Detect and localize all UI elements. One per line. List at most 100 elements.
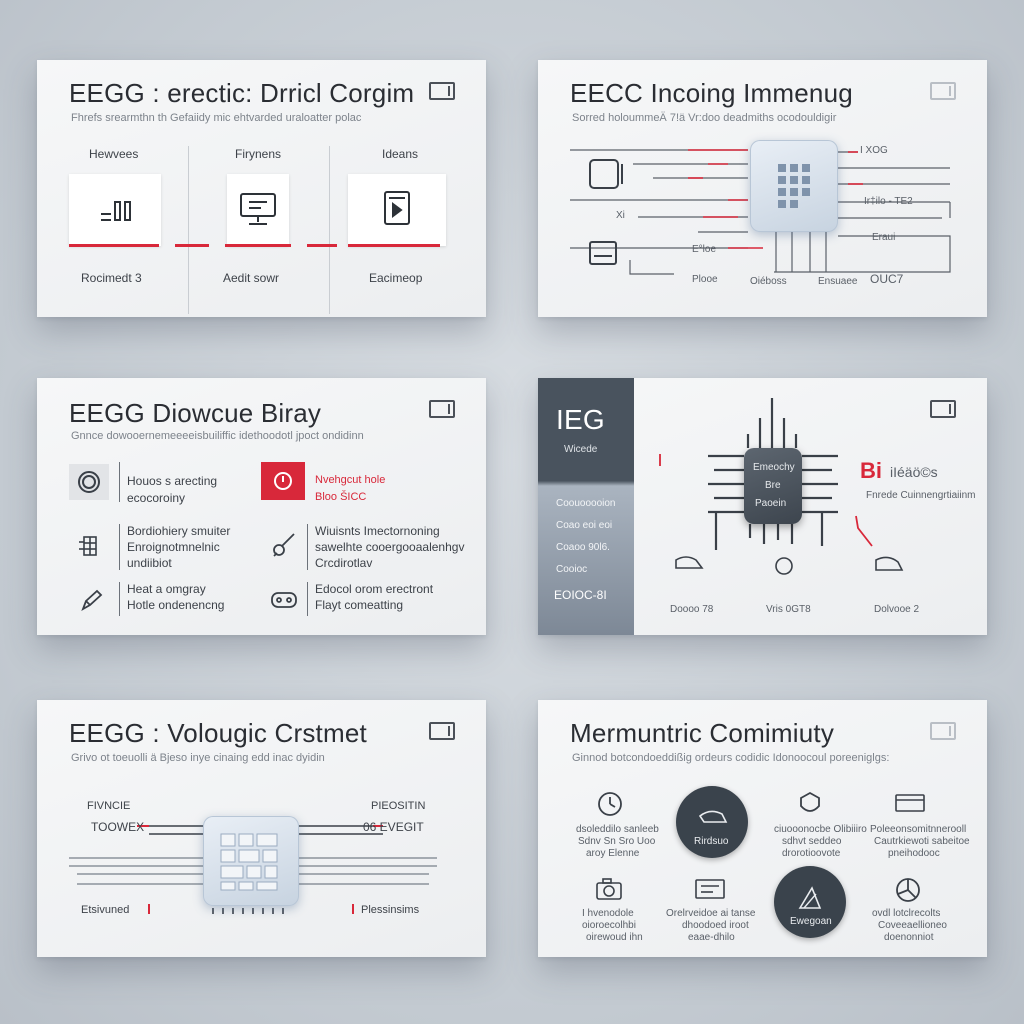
divider: [119, 524, 120, 570]
panel-item[interactable]: Cooioc: [556, 564, 588, 575]
gamepad-icon: [271, 592, 297, 608]
slide-icon[interactable]: [429, 82, 455, 100]
chip-label: Paoein: [755, 498, 787, 509]
item-icon-box[interactable]: [892, 874, 924, 906]
card-ieg-processor[interactable]: IEG Wicede Coouooooion Coao eoi eoi Coao…: [538, 378, 987, 635]
card-volougic[interactable]: EEGG : Volougic Crstmet Grivo ot toeuoll…: [37, 700, 486, 957]
card-title: Mermuntric Comimiuty: [570, 718, 835, 748]
bus-label: TOOWEX: [91, 820, 145, 834]
item-line: sawelhte cooergooaalenhgv: [315, 540, 465, 554]
highlight-label-side: iIéäö©s: [890, 464, 938, 480]
item-line: Flayt comeatting: [315, 598, 404, 612]
pin-label: Eraui: [872, 232, 896, 243]
item-line: ecocoroiny: [127, 491, 186, 505]
slide-icon[interactable]: [429, 722, 455, 740]
item-icon-box[interactable]: [77, 586, 105, 614]
red-connector: [348, 244, 440, 247]
chip-pins: [659, 398, 904, 575]
column-header: Hewvees: [89, 147, 139, 161]
card-community[interactable]: Mermuntric Comimiuty Ginnod botcondoeddi…: [538, 700, 987, 957]
panel-subtitle: Wicede: [564, 444, 598, 455]
card-device-binary[interactable]: EEGG Diowcue Biray Gnnce dowooernemeeeei…: [37, 378, 486, 635]
processor-chip[interactable]: Emeochy Bre Paoein: [744, 448, 802, 524]
slide-icon[interactable]: [429, 400, 455, 418]
panel-item[interactable]: Coao eoi eoi: [556, 520, 613, 531]
pin-label: Xi: [616, 210, 625, 221]
card-electric-diagram[interactable]: EEGG : erectic: Drricl Corgim Fhrefs sre…: [37, 60, 486, 317]
slide-icon[interactable]: [930, 400, 956, 418]
column-footer: Eacimeop: [369, 271, 423, 285]
card-icon: [895, 794, 925, 812]
item-line: Crcdirotlav: [315, 556, 373, 570]
side-panel: [538, 378, 634, 635]
tile-monitor[interactable]: [227, 174, 289, 246]
bus-label: Plessinsims: [361, 904, 420, 916]
highlight-sub: Fnrede Cuinnengrtiaiinm: [866, 490, 976, 501]
item-icon-box[interactable]: [69, 464, 109, 500]
item-icon-box[interactable]: [892, 790, 928, 816]
item-icon-box[interactable]: [794, 788, 826, 820]
feature-label: eaae-dhilo: [688, 932, 735, 943]
chip-label: Bre: [765, 480, 781, 491]
divider: [329, 146, 330, 314]
column-header: Firynens: [235, 147, 282, 161]
chart-pie-icon: [896, 878, 920, 902]
card-subtitle: Sorred holoummeÄ 7!ä Vr:doo deadmiths oc…: [572, 112, 837, 124]
panel-item[interactable]: EOIOC-8I: [554, 588, 607, 602]
feature-label: oioroecolhbi: [582, 920, 636, 931]
item-line: Houos s arecting: [127, 474, 218, 488]
feature-label: I hvenodole: [582, 908, 634, 919]
warning-icon: [798, 886, 822, 909]
item-icon-box[interactable]: [692, 876, 728, 902]
highlight-label: Bi: [860, 458, 882, 483]
slide-icon[interactable]: [930, 82, 956, 100]
bus-label: 06 EVEGIT: [363, 820, 424, 834]
pin-label: E°loe: [692, 244, 717, 255]
item-icon-box[interactable]: [592, 874, 628, 904]
divider: [307, 582, 308, 616]
panel-item[interactable]: Coouooooion: [556, 498, 616, 509]
item-line: Hotle ondenencng: [127, 598, 225, 612]
bottom-label: Vris 0GT8: [766, 604, 811, 615]
feature-label: oirewoud ihn: [586, 932, 643, 943]
item-line: Bloo ŠICC: [315, 491, 367, 503]
grid-icon: [79, 536, 97, 556]
card-subtitle: Fhrefs srearmthn th Gefaiidy mic ehtvard…: [71, 112, 362, 124]
card-incoming[interactable]: EECC Incoing Immenug Sorred holoummeÄ 7!…: [538, 60, 987, 317]
tile-sensor[interactable]: [69, 174, 161, 246]
feature-label: pneihodooc: [888, 848, 940, 859]
tile-device[interactable]: [348, 174, 446, 246]
pen-icon: [81, 589, 103, 612]
feature-circle[interactable]: Ewegoan: [774, 866, 846, 938]
feature-label: drorotioovote: [782, 848, 841, 859]
item-line: Enroignotmnelnic: [127, 540, 220, 554]
slide-icon[interactable]: [930, 722, 956, 740]
divider: [119, 462, 120, 502]
item-icon-box[interactable]: [269, 588, 299, 612]
item-icon-box[interactable]: [594, 788, 626, 820]
bus-label: Etsivuned: [81, 904, 130, 916]
panel-item[interactable]: Coaoo 90l6.: [556, 542, 610, 553]
feature-label: Coveeaellioneo: [878, 920, 947, 931]
item-icon-box[interactable]: [261, 462, 305, 500]
feature-circle[interactable]: Rirdsuo: [676, 786, 748, 858]
tool-icon: [273, 533, 295, 557]
item-icon-box[interactable]: [269, 530, 299, 560]
pin-label: Ensuaee: [818, 276, 858, 287]
card-title: EEGG : Volougic Crstmet: [69, 718, 367, 748]
processor-chip[interactable]: [203, 816, 299, 906]
shield-icon: [800, 791, 820, 812]
card-title: EECC Incoing Immenug: [570, 78, 853, 108]
bus-lines: [69, 825, 437, 914]
card-subtitle: Ginnod botcondoeddißig ordeurs codidic I…: [572, 752, 890, 764]
pin-label: Oiéboss: [750, 276, 787, 287]
sensor-icon: [101, 201, 131, 221]
clock-icon: [598, 792, 622, 816]
feature-label: Sdnv Sn Sro Uoo: [578, 836, 656, 847]
item-line: Edocol orom erectront: [315, 582, 434, 596]
divider: [307, 524, 308, 570]
item-icon-box[interactable]: [75, 532, 103, 560]
item-line: undiibiot: [127, 556, 172, 570]
processor-chip[interactable]: [750, 140, 838, 232]
panel-icon: [695, 879, 725, 899]
